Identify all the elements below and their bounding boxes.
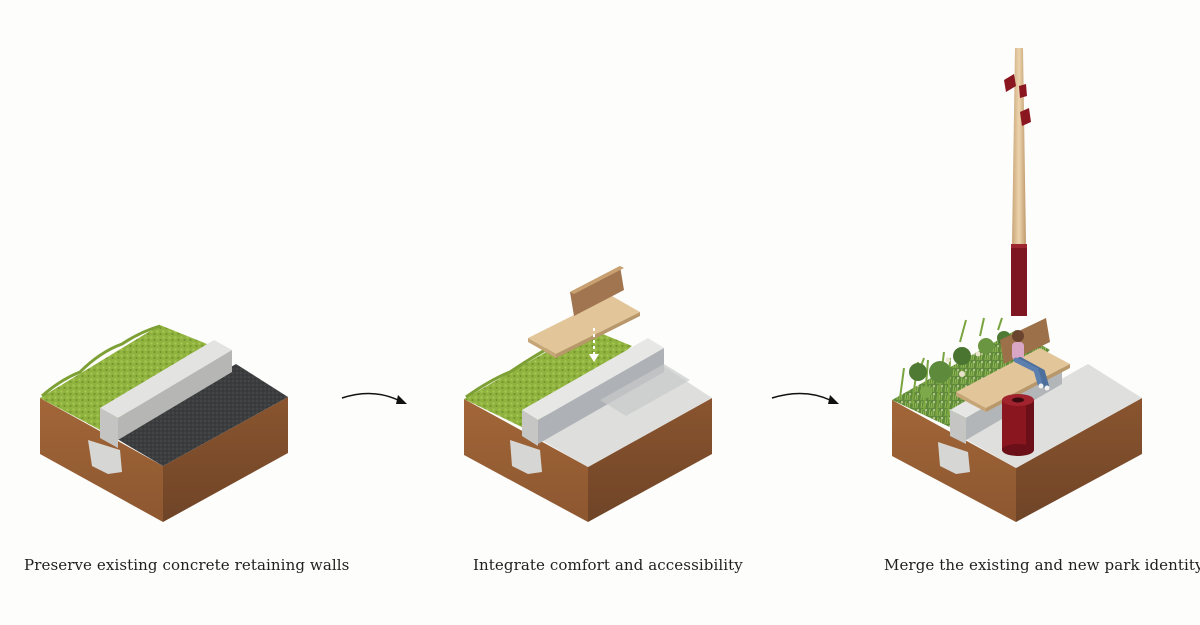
retaining-wall-face [522, 410, 538, 446]
retaining-wall-side [538, 348, 664, 444]
retaining-wall-top [100, 340, 232, 418]
retaining-wall-side [118, 350, 232, 440]
wall-shadow [600, 364, 690, 416]
arrow-step-2-to-3 [771, 392, 839, 404]
soil-layer-right [163, 397, 288, 522]
bench-seat [528, 296, 640, 354]
block-1-existing-walls [40, 324, 288, 522]
seated-person [1012, 330, 1050, 391]
pole-base-sleeve [1011, 244, 1027, 316]
step-caption-2: Integrate comfort and accessibility [473, 556, 743, 574]
litter-bin [1002, 394, 1034, 456]
retaining-wall-face [100, 408, 118, 448]
block-2-comfort-accessibility [464, 266, 712, 522]
pole-banner-3 [1020, 108, 1031, 126]
step-caption-1: Preserve existing concrete retaining wal… [24, 556, 350, 574]
retaining-wall-face [950, 410, 966, 444]
soil-layer-right [588, 398, 712, 522]
pole-banner-1 [1004, 74, 1016, 92]
pole-banner-2 [1019, 84, 1027, 98]
block-3-park-identity [892, 48, 1142, 522]
retaining-wall-footing [510, 440, 542, 474]
placement-arrow [589, 328, 599, 362]
bench-backrest [570, 266, 624, 316]
retaining-wall-top [522, 338, 664, 420]
soil-layer-right [1016, 398, 1142, 522]
step-caption-3: Merge the existing and new park identity [884, 556, 1200, 574]
identity-pole [1004, 48, 1031, 316]
grass-surface [40, 325, 212, 432]
bench-module-floating [528, 266, 640, 358]
grass-surface [464, 328, 632, 430]
arrow-step-1-to-2 [341, 392, 407, 404]
retaining-wall-footing [938, 442, 970, 474]
asphalt-road [112, 364, 288, 466]
retaining-wall-footing [88, 440, 122, 474]
bench-seat [956, 348, 1070, 408]
